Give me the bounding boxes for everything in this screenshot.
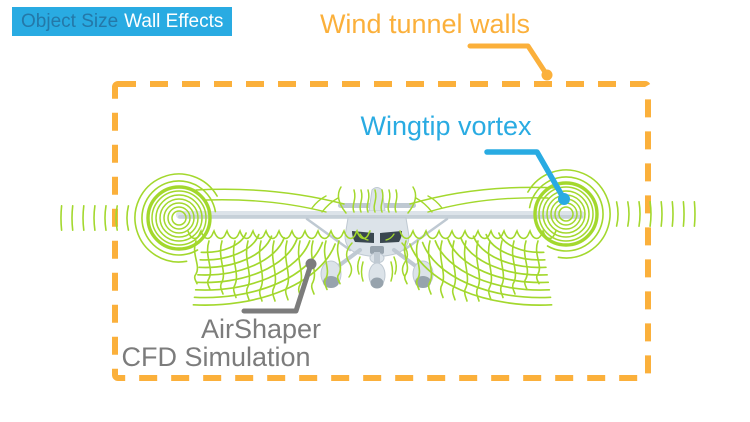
wing-underside bbox=[178, 215, 583, 219]
pointer-dot bbox=[558, 193, 570, 205]
airshaper-label: AirShaper bbox=[200, 314, 322, 344]
pointer-wind-tunnel-walls bbox=[467, 43, 553, 81]
pointer-dot bbox=[305, 258, 317, 270]
pointer-wingtip-vortex bbox=[484, 149, 570, 205]
badge-label-object-size: Object Size bbox=[21, 10, 119, 32]
pointer-line bbox=[467, 43, 550, 78]
wheel-left bbox=[323, 276, 339, 288]
wind-tunnel-walls-label: Wind tunnel walls bbox=[319, 9, 531, 39]
nose-gear-leg bbox=[374, 252, 380, 268]
title-badge: Object Size Wall Effects bbox=[12, 7, 233, 36]
nose-wheel bbox=[370, 277, 384, 289]
pointer-dot bbox=[541, 69, 553, 81]
engine-intake bbox=[370, 246, 384, 254]
cfd-streamlines bbox=[60, 169, 696, 306]
pointer-line bbox=[484, 149, 567, 202]
wheel-right bbox=[415, 276, 431, 288]
badge-label-wall-effects: Wall Effects bbox=[124, 10, 224, 32]
pointer-line bbox=[241, 261, 314, 314]
wingtip-vortex-label: Wingtip vortex bbox=[360, 111, 532, 141]
cfd-simulation-label: CFD Simulation bbox=[121, 342, 311, 372]
wind-tunnel-wall-boundary bbox=[112, 81, 651, 381]
pointer-airshaper bbox=[241, 258, 317, 314]
